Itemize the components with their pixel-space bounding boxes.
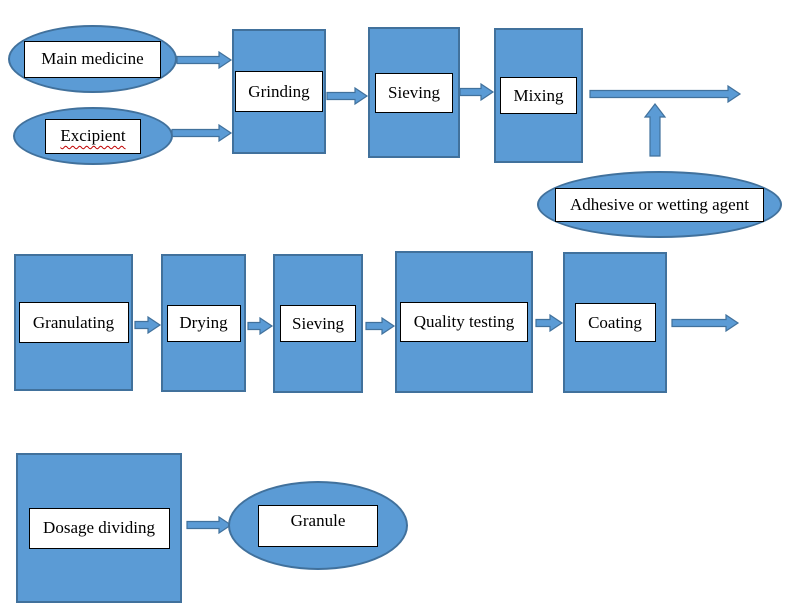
node-grinding: Grinding <box>232 29 326 154</box>
arrow-quality-testing-to-coating <box>535 313 564 333</box>
node-coating: Coating <box>563 252 667 393</box>
node-quality-testing-label: Quality testing <box>400 302 528 342</box>
node-quality-testing: Quality testing <box>395 251 533 393</box>
arrow-main-medicine-to-grinding <box>176 50 233 70</box>
node-dosage-dividing: Dosage dividing <box>16 453 182 603</box>
node-excipient-label: Excipient <box>45 118 141 154</box>
node-granulating: Granulating <box>14 254 133 391</box>
arrow-granulating-to-drying <box>134 315 162 335</box>
node-sieving-2-label: Sieving <box>280 305 356 342</box>
node-sieving-2: Sieving <box>273 254 363 393</box>
node-drying: Drying <box>161 254 246 392</box>
node-granulating-label: Granulating <box>18 302 129 343</box>
arrow-sieving-to-mixing <box>459 82 495 102</box>
node-granule: Granule <box>228 481 408 570</box>
node-main-medicine: Main medicine <box>8 25 177 93</box>
arrow-mixing-output <box>589 84 742 104</box>
arrow-adhesive-up <box>643 103 667 157</box>
node-grinding-label: Grinding <box>235 71 323 112</box>
arrow-drying-to-sieving <box>247 316 274 336</box>
node-dosage-dividing-label: Dosage dividing <box>28 507 170 549</box>
node-sieving-1-label: Sieving <box>375 72 453 113</box>
arrow-coating-output <box>671 313 740 333</box>
node-drying-label: Drying <box>166 304 241 342</box>
arrow-sieving-to-quality-testing <box>365 316 396 336</box>
node-adhesive-label: Adhesive or wetting agent <box>555 187 764 222</box>
node-granule-label: Granule <box>258 504 378 547</box>
node-main-medicine-label: Main medicine <box>24 40 161 78</box>
node-adhesive: Adhesive or wetting agent <box>537 171 782 238</box>
arrow-dosage-dividing-to-granule <box>186 515 233 535</box>
node-coating-label: Coating <box>574 303 656 342</box>
node-sieving-1: Sieving <box>368 27 460 158</box>
arrow-grinding-to-sieving <box>326 86 369 106</box>
node-excipient: Excipient <box>13 107 173 165</box>
node-mixing: Mixing <box>494 28 583 163</box>
arrow-excipient-to-grinding <box>171 123 233 143</box>
node-mixing-label: Mixing <box>500 77 577 114</box>
